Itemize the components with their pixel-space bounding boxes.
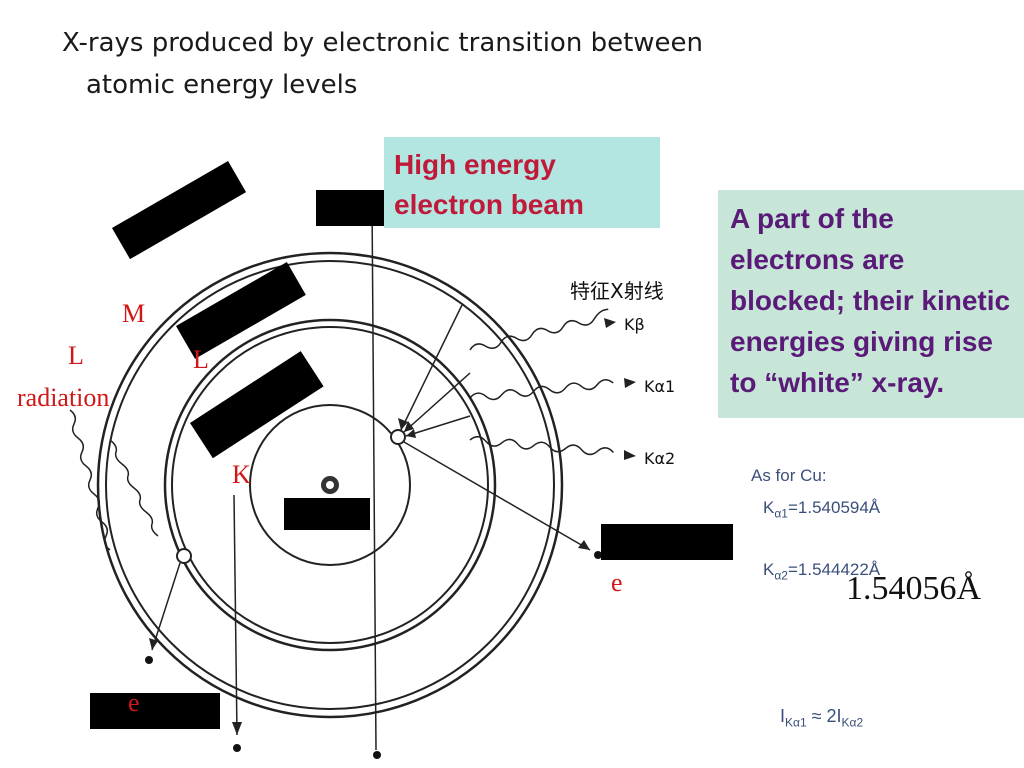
redaction-bar-right — [601, 524, 733, 560]
shell-l-ring-outer — [163, 318, 497, 652]
k-ejected-arrow — [232, 722, 242, 735]
kalpha2-label: Kα2 — [644, 449, 675, 468]
l-radiation-label-l: L — [68, 341, 84, 370]
shell-k-ring — [249, 404, 411, 566]
redaction-bar-top — [316, 190, 386, 226]
redaction-bar-center — [284, 498, 370, 530]
transition-from-l-arrow — [404, 421, 414, 432]
kbeta-label: Kβ — [624, 315, 645, 334]
ejected-electron-path — [403, 441, 591, 551]
white-xray-callout: A part of the electrons are blocked; the… — [718, 190, 1024, 418]
l-radiation-wave-2 — [109, 439, 159, 537]
transition-from-l — [403, 372, 471, 433]
nucleus-core — [326, 481, 334, 489]
electron-label-bottom: e — [128, 688, 140, 717]
cu-ka2-prefix: K — [763, 560, 775, 579]
ratio-approx: ≈ 2I — [806, 706, 842, 726]
ejected-electron-dot — [594, 551, 602, 559]
title-line-1: X-rays produced by electronic transition… — [62, 28, 703, 58]
l-ejected-arrow — [149, 638, 158, 650]
kbeta-arrow — [604, 318, 616, 328]
kalpha2-arrow — [624, 450, 636, 460]
title-line-2: atomic energy levels — [86, 70, 358, 100]
cu-ka1: Kα1=1.540594Å — [763, 498, 880, 520]
slide-title: X-rays produced by electronic transition… — [62, 22, 822, 106]
beam-line — [371, 199, 377, 751]
cu-ka2-value: =1.544422Å — [787, 560, 881, 579]
kalpha1-label: Kα1 — [644, 377, 675, 396]
white-xray-text: A part of the electrons are blocked; the… — [730, 203, 1011, 398]
kalpha2-wave — [469, 435, 615, 456]
electron-beam-callout: High energy electron beam — [384, 137, 660, 228]
cu-ka1-sub: α1 — [774, 506, 788, 521]
k-ejected-path — [233, 494, 238, 736]
intensity-ratio: IKα1 ≈ 2IKα2 — [780, 706, 863, 730]
cu-heading: As for Cu: — [751, 466, 827, 485]
kbeta-wave — [469, 308, 609, 351]
cu-ka2-sub: α2 — [774, 568, 788, 583]
kalpha1-wave — [469, 379, 614, 401]
transition-from-m-arrow — [398, 418, 408, 430]
l-vacancy — [176, 548, 192, 564]
k-ejected-dot — [233, 744, 241, 752]
l-radiation-label-word: radiation — [17, 383, 110, 412]
kalpha1-arrow — [624, 378, 636, 388]
transition-from-l2 — [405, 415, 471, 437]
redaction-bar-bottom — [90, 693, 220, 729]
cu-average-wavelength: 1.54056Å — [846, 570, 982, 607]
transition-from-l2-arrow — [406, 429, 416, 438]
l-ejected-dot — [145, 656, 153, 664]
ejected-electron-arrow — [578, 540, 590, 550]
shell-m-ring-inner — [105, 260, 555, 710]
cu-ka2: Kα2=1.544422Å — [763, 560, 880, 582]
cu-ka1-value: =1.540594Å — [787, 498, 881, 517]
beam-dot-bottom — [373, 751, 381, 759]
shell-l-label: L — [193, 345, 209, 374]
ratio-sub1: Kα1 — [785, 715, 807, 730]
ratio-sub2: Kα2 — [841, 715, 864, 730]
electron-label-right: e — [611, 568, 623, 597]
shell-l-ring-inner — [171, 326, 489, 644]
shell-m-ring-outer — [96, 251, 564, 719]
l-radiation-wave — [69, 409, 111, 551]
shell-k-label: K — [232, 460, 251, 489]
l-ejected-path — [151, 562, 181, 651]
ratio-i1: I — [780, 706, 786, 726]
cu-ka1-prefix: K — [763, 498, 775, 517]
beam-callout-line-1: High energy — [394, 149, 556, 180]
transition-from-m — [400, 304, 463, 431]
k-vacancy — [390, 429, 406, 445]
shell-m-label: M — [122, 299, 146, 328]
chinese-xray-label: 特征X射线 — [570, 279, 664, 303]
beam-callout-line-2: electron beam — [394, 189, 584, 220]
